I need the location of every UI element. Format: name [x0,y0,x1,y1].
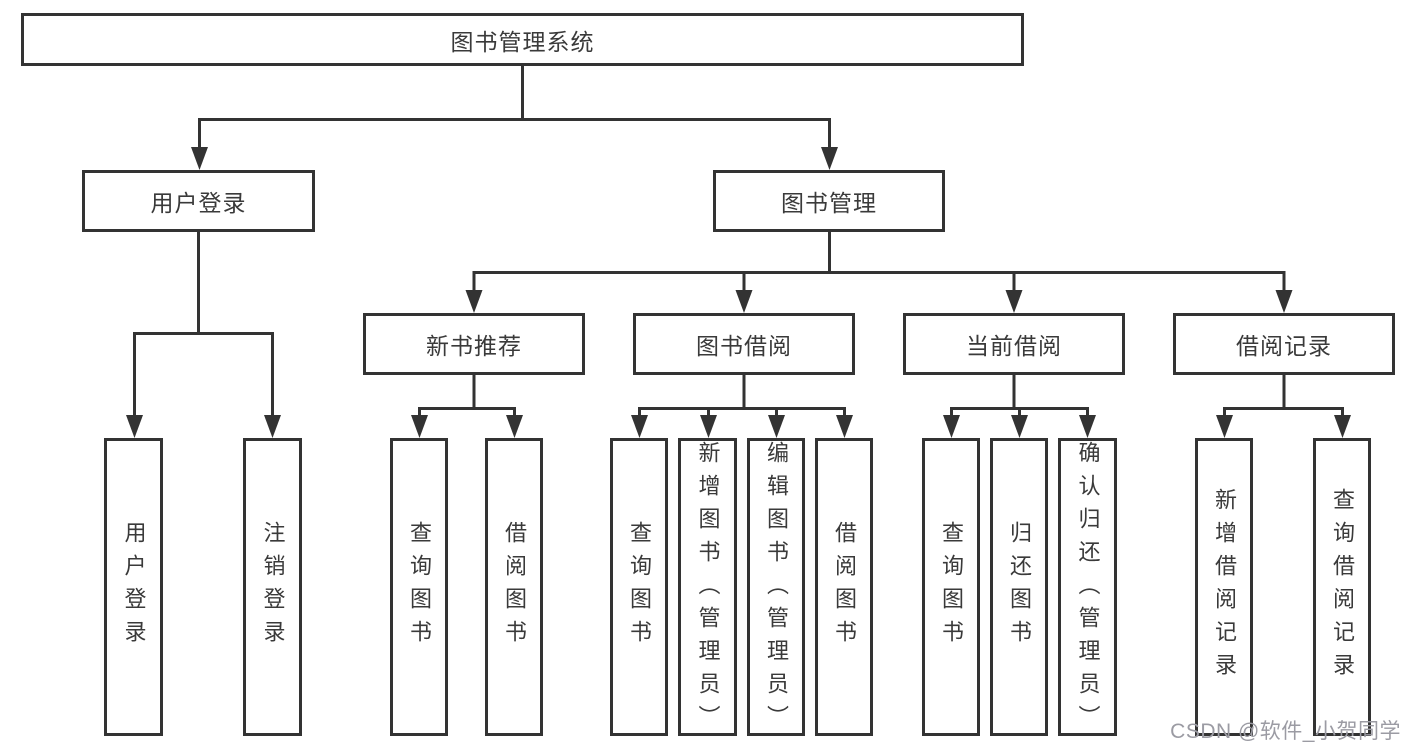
leaf-user-login: 用户登录 [104,438,163,736]
connector-root [198,66,831,149]
leaf-query-book-1: 查询图书 [390,438,448,736]
node-new-book-rec: 新书推荐 [363,313,585,375]
node-root-label: 图书管理系统 [450,28,595,55]
leaf-borrow-book-2: 借阅图书 [815,438,873,736]
leaf-query-borrow-record-label: 查询借阅记录 [1330,488,1355,686]
leaf-logout-label: 注销登录 [260,521,286,653]
csdn-watermark: CSDN @软件_小贺同学 [1170,720,1401,743]
node-book-mgmt-label: 图书管理 [781,190,877,216]
connector-book-borrow [638,375,846,417]
leaf-borrow-book-1: 借阅图书 [485,438,543,736]
leaf-borrow-book-1-label: 借阅图书 [502,521,527,653]
leaf-query-book-3: 查询图书 [922,438,980,736]
connector-book-mgmt [472,232,1286,292]
node-book-mgmt: 图书管理 [713,170,945,232]
leaf-edit-book-admin-label: 编辑图书（管理员） [764,441,789,738]
connector-user-login [133,232,274,417]
leaf-query-book-2: 查询图书 [610,438,668,736]
node-user-login-label: 用户登录 [150,190,247,216]
leaf-query-book-3-label: 查询图书 [939,521,964,653]
node-user-login: 用户登录 [82,170,315,232]
leaf-query-book-2-label: 查询图书 [627,521,652,653]
node-borrow-records-label: 借阅记录 [1236,333,1332,359]
node-current-borrow-label: 当前借阅 [966,333,1062,359]
node-root: 图书管理系统 [21,13,1024,66]
connector-current-borrow [950,375,1089,417]
leaf-borrow-book-2-label: 借阅图书 [832,521,857,653]
leaf-confirm-return-admin: 确认归还（管理员） [1058,438,1117,738]
leaf-add-borrow-record: 新增借阅记录 [1195,438,1253,736]
leaf-return-book: 归还图书 [990,438,1048,736]
leaf-add-book-admin: 新增图书（管理员） [678,438,737,738]
node-current-borrow: 当前借阅 [903,313,1125,375]
node-book-borrow: 图书借阅 [633,313,855,375]
leaf-confirm-return-admin-label: 确认归还（管理员） [1075,441,1101,738]
leaf-user-login-label: 用户登录 [121,521,147,653]
leaf-query-borrow-record: 查询借阅记录 [1313,438,1371,736]
leaf-return-book-label: 归还图书 [1007,521,1032,653]
connector-new-book [418,375,516,417]
leaf-edit-book-admin: 编辑图书（管理员） [747,438,805,738]
node-borrow-records: 借阅记录 [1173,313,1395,375]
node-book-borrow-label: 图书借阅 [696,333,792,359]
node-new-book-rec-label: 新书推荐 [426,333,522,359]
leaf-add-borrow-record-label: 新增借阅记录 [1212,488,1237,686]
leaf-add-book-admin-label: 新增图书（管理员） [695,441,721,738]
leaf-logout: 注销登录 [243,438,302,736]
leaf-query-book-1-label: 查询图书 [407,521,432,653]
connector-borrow-records [1223,375,1344,417]
